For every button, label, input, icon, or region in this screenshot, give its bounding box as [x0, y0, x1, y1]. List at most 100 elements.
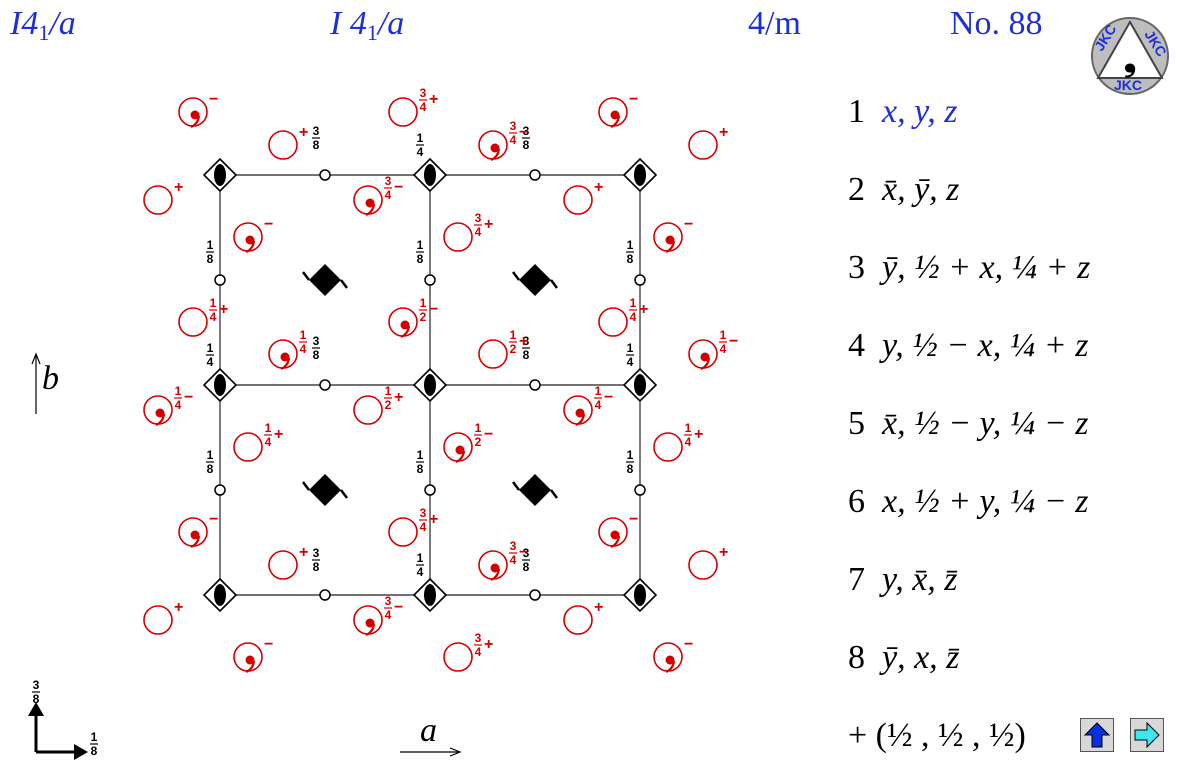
position-4: 4 y, ½ − x, ¼ + z — [848, 327, 1089, 364]
svg-text:3: 3 — [420, 506, 427, 520]
atom-symbol-9-comma-tail — [245, 240, 256, 254]
atom-symbol-22-comma-dot — [455, 445, 465, 455]
atom-symbol-0-sign: − — [209, 91, 218, 108]
inversion-center-icon — [424, 484, 436, 496]
atom-symbol-13-comma-tail — [400, 325, 411, 339]
inversion-center-icon — [529, 589, 541, 601]
atom-symbol-1 — [388, 97, 418, 127]
fourbar-axis-icon-inner — [424, 584, 436, 606]
atom-symbol-18-comma-dot — [155, 408, 165, 418]
atom-symbol-25-height: 34 — [419, 506, 427, 534]
atom-symbol-30-sign: + — [174, 599, 183, 616]
atom-symbol-13-height: 12 — [419, 296, 427, 324]
svg-text:8: 8 — [207, 252, 214, 266]
atom-symbol-20-sign: − — [604, 389, 613, 406]
svg-text:8: 8 — [417, 252, 424, 266]
inversion-center-icon — [529, 379, 541, 391]
position-6: 6 x, ½ + y, ¼ − z — [848, 483, 1089, 520]
svg-text:3: 3 — [313, 334, 320, 348]
svg-text:1: 1 — [510, 328, 517, 342]
atom-symbol-5 — [688, 130, 718, 160]
atom-symbol-15-height: 14 — [299, 328, 307, 356]
svg-text:8: 8 — [313, 138, 320, 152]
inversion-center-icon — [634, 274, 646, 286]
atom-symbol-10-sign: + — [484, 216, 493, 233]
atom-symbol-35-sign: − — [684, 636, 693, 653]
nav-up-button[interactable] — [1080, 718, 1114, 752]
svg-text:8: 8 — [417, 462, 424, 476]
screw-axis-icon-flag1 — [302, 481, 310, 491]
atom-symbol-32 — [563, 605, 593, 635]
svg-text:2: 2 — [475, 435, 482, 449]
fourbar-axis-icon-inner — [634, 584, 646, 606]
axis-b-arrowhead — [31, 352, 41, 365]
space-group-number: No. 88 — [950, 5, 1043, 42]
svg-text:8: 8 — [627, 252, 634, 266]
atom-symbol-29 — [688, 550, 718, 580]
height-label-14-2: 14 — [626, 341, 634, 369]
height-label-38-4: 38 — [522, 334, 530, 362]
svg-text:2: 2 — [385, 398, 392, 412]
atom-symbol-25 — [388, 517, 418, 547]
height-label-14-3: 14 — [416, 551, 424, 579]
atom-symbol-33-comma-dot — [245, 655, 255, 665]
svg-text:1: 1 — [627, 448, 634, 462]
svg-text:1: 1 — [627, 238, 634, 252]
atom-symbol-33-sign: − — [264, 636, 273, 653]
svg-text:1: 1 — [417, 238, 424, 252]
jkc-logo-icon[interactable]: ❟ JKC JKC JKC — [1088, 14, 1172, 98]
svg-text:1: 1 — [207, 341, 214, 355]
inversion-center-icon — [319, 379, 331, 391]
atom-symbol-23-sign: + — [694, 426, 703, 443]
height-label-38-1: 38 — [522, 124, 530, 152]
svg-text:3: 3 — [475, 631, 482, 645]
svg-text:3: 3 — [385, 594, 392, 608]
atom-symbol-21 — [233, 432, 263, 462]
atom-symbol-7-comma-tail — [365, 203, 376, 217]
atom-symbol-35-comma-dot — [665, 655, 675, 665]
atom-symbol-17-comma-tail — [700, 357, 711, 371]
svg-text:1: 1 — [685, 421, 692, 435]
svg-text:4: 4 — [300, 342, 307, 356]
atom-symbol-19-sign: + — [394, 389, 403, 406]
height-label-38-2: 38 — [312, 546, 320, 574]
atom-symbol-16-sign: + — [519, 333, 528, 350]
svg-text:3: 3 — [523, 334, 530, 348]
fourbar-axis-icon-inner — [634, 374, 646, 396]
svg-text:8: 8 — [313, 348, 320, 362]
atom-symbol-0-comma-tail — [190, 115, 201, 129]
height-label-38-3: 38 — [522, 546, 530, 574]
svg-text:8: 8 — [523, 560, 530, 574]
atom-symbol-22-height: 12 — [474, 421, 482, 449]
atom-symbol-31-comma-tail — [365, 623, 376, 637]
nav-next-button[interactable] — [1130, 718, 1164, 752]
height-label-18-1: 18 — [416, 238, 424, 266]
atom-symbol-4-height: 34 — [509, 119, 517, 147]
atom-symbol-8-sign: + — [594, 179, 603, 196]
atom-symbol-7-height: 34 — [384, 174, 392, 202]
right-arrow-icon — [1134, 721, 1160, 749]
screw-axis-icon-flag2 — [340, 279, 348, 289]
atom-symbol-31-sign: − — [394, 599, 403, 616]
position-3: 3 ȳ, ½ + x, ¼ + z — [848, 249, 1091, 286]
atom-symbol-21-sign: + — [274, 426, 283, 443]
atom-symbol-19 — [353, 395, 383, 425]
svg-text:1: 1 — [627, 341, 634, 355]
atom-symbol-26-sign: − — [629, 511, 638, 528]
svg-text:1: 1 — [207, 448, 214, 462]
atom-symbol-10-height: 34 — [474, 211, 482, 239]
svg-text:1: 1 — [595, 384, 602, 398]
atom-symbol-2-comma-dot — [610, 110, 620, 120]
height-label-14-0: 14 — [416, 131, 424, 159]
height-label-14-1: 14 — [206, 341, 214, 369]
atom-symbol-33-comma-tail — [245, 660, 256, 674]
atom-symbol-22-sign: − — [484, 426, 493, 443]
svg-text:1: 1 — [91, 730, 98, 744]
atom-symbol-11-comma-dot — [665, 235, 675, 245]
atom-symbol-12-sign: + — [219, 301, 228, 318]
atom-symbol-9-sign: − — [264, 216, 273, 233]
short-symbol: I41/a — [10, 5, 76, 45]
axis-a-arrowhead — [449, 747, 462, 757]
svg-text:4: 4 — [475, 225, 482, 239]
atom-symbol-2-sign: − — [629, 91, 638, 108]
